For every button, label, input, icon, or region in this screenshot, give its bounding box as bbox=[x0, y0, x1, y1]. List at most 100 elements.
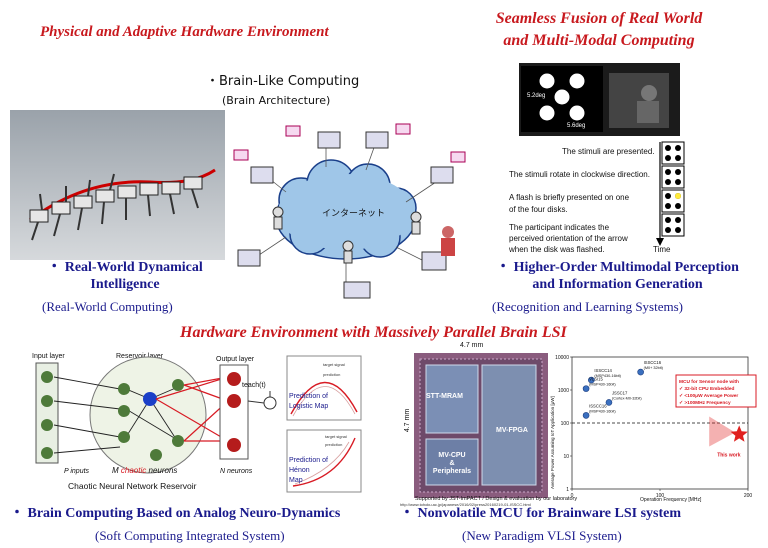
chart-ylabel: Average Power Assuming IoT Application [… bbox=[550, 396, 555, 489]
output-neurons bbox=[227, 372, 241, 452]
analog-heading: ・ Brain Computing Based on Analog Neuro-… bbox=[10, 506, 341, 521]
trend-arrow bbox=[709, 416, 736, 447]
x-tick-label: 0 bbox=[571, 493, 574, 499]
input-layer-label: Input layer bbox=[32, 353, 65, 360]
chart-point-sublabel: (Cortex-M0-32bit) bbox=[612, 396, 642, 400]
reservoir-neurons bbox=[118, 379, 184, 461]
robot-photo bbox=[10, 110, 225, 260]
chip-width-label: 4.7 mm bbox=[460, 342, 484, 349]
y-tick-label: 100 bbox=[561, 421, 570, 427]
x-tick-label: 100 bbox=[656, 493, 665, 499]
pred-henon-2: Hénon bbox=[289, 467, 310, 474]
realworld-heading: ・ Real-World Dynamical Intelligence bbox=[20, 259, 230, 293]
person-figure bbox=[441, 226, 455, 256]
chart-point-label: VLSI15 bbox=[589, 377, 603, 382]
chip-supported: Supported by JST-ImPACT / Design & evalu… bbox=[415, 496, 578, 502]
m-chaotic: chaotic bbox=[121, 466, 146, 475]
chart-point-label: ISSCC16 bbox=[644, 360, 662, 365]
prediction-plots: target signal prediction Prediction of L… bbox=[286, 355, 362, 493]
cloud-label: インターネット bbox=[322, 208, 385, 218]
step-1: The stimuli are presented. bbox=[562, 147, 655, 156]
legend-1: ✓ 32-bit CPU Embedded bbox=[679, 386, 735, 392]
chart-xlabel: Operation Frequency [MHz] bbox=[640, 497, 702, 503]
henon-prediction-legend: prediction bbox=[325, 442, 342, 447]
y-tick-label: 1000 bbox=[558, 388, 569, 394]
pred-logistic-2: Logistic Map bbox=[289, 403, 328, 410]
multimodal-line2: and Information Generation bbox=[532, 277, 703, 292]
pred-henon-1: Prediction of bbox=[289, 457, 328, 464]
teach-label: teach(t) bbox=[242, 382, 266, 389]
block-cpu: MV-CPU & Peripherals bbox=[426, 452, 478, 476]
pred-henon-3: Map bbox=[289, 477, 303, 484]
network-diagram: インターネット bbox=[233, 123, 466, 299]
chart-point-label: ISSCC16 bbox=[589, 403, 607, 408]
step-4c: when the disk was flashed. bbox=[509, 245, 605, 254]
realworld-line2: Intelligence bbox=[90, 277, 160, 292]
x-tick-label: 200 bbox=[744, 493, 753, 499]
multimodal-sub: (Recognition and Learning Systems) bbox=[492, 299, 683, 314]
m-prefix: M bbox=[112, 466, 119, 475]
multimodal-heading: ・ Higher-Order Multimodal Perception and… bbox=[480, 259, 755, 293]
mail-icons bbox=[233, 123, 466, 163]
chart-point-label: JSSC17 bbox=[612, 390, 628, 395]
computer-icons bbox=[237, 131, 454, 299]
deg-label-1: 5.2deg bbox=[527, 93, 545, 99]
step-3a: A flash is briefly presented on one bbox=[509, 193, 630, 202]
cloud bbox=[275, 159, 417, 260]
pred-logistic-1: Prediction of bbox=[289, 393, 328, 400]
m-neurons: neurons bbox=[149, 466, 178, 475]
output-layer-label: Output layer bbox=[216, 356, 255, 363]
realworld-sub: (Real-World Computing) bbox=[42, 299, 173, 314]
step-3b: of the four disks. bbox=[509, 205, 568, 214]
chart-point bbox=[605, 399, 613, 406]
chart-point-sublabel: (MSP430-16bit) bbox=[589, 383, 616, 387]
block-cpu-2: & bbox=[449, 460, 455, 467]
deg-label-2: 5.6deg bbox=[567, 123, 585, 129]
block-sram: STT-MRAM bbox=[426, 393, 463, 400]
block-fpga: MV-FPGA bbox=[496, 427, 528, 434]
mcu-sub: (New Paradigm VLSI System) bbox=[462, 528, 622, 543]
chart-point-sublabel: (MSP430-16bit) bbox=[589, 409, 616, 413]
chart-legend-box: MCU for Sensor node with ✓ 32-bit CPU Em… bbox=[675, 374, 757, 408]
realworld-line1: ・ Real-World Dynamical bbox=[47, 260, 203, 275]
legend-title: MCU for Sensor node with bbox=[679, 379, 739, 385]
physical-title: Physical and Adaptive Hardware Environme… bbox=[40, 24, 329, 40]
step-2: The stimuli rotate in clockwise directio… bbox=[509, 170, 650, 179]
step-4a: The participant indicates the bbox=[509, 223, 610, 232]
chart-point-sublabel: (MSP430-16bit) bbox=[594, 374, 621, 378]
reservoir-layer-label: Reservoir layer bbox=[116, 353, 164, 360]
step-4: The participant indicates the perceived … bbox=[509, 222, 628, 255]
this-work-star bbox=[730, 425, 748, 442]
chart-point-label: ISSCC14 bbox=[594, 368, 612, 373]
time-label: Time bbox=[653, 245, 671, 254]
brain-heading: ・Brain-Like Computing bbox=[206, 74, 360, 89]
y-tick-label: 10 bbox=[563, 454, 569, 460]
chip-section: 4.7 mm 4.7 mm STT-MRAM MV-FPGA MV-CPU & … bbox=[404, 342, 548, 515]
n-neurons-label: N neurons bbox=[220, 468, 253, 475]
block-cpu-3: Peripherals bbox=[432, 468, 472, 475]
hardware-title: Hardware Environment with Massively Para… bbox=[180, 324, 567, 341]
multimodal-line1: ・ Higher-Order Multimodal Perception bbox=[496, 260, 739, 275]
step-4b: perceived orientation of the arrow bbox=[509, 234, 628, 243]
step-3: A flash is briefly presented on one of t… bbox=[509, 192, 629, 216]
seamless-title-line1: Seamless Fusion of Real World bbox=[495, 10, 703, 27]
chart-point bbox=[637, 368, 644, 376]
y-tick-label: 10000 bbox=[555, 355, 569, 361]
m-label: M chaotic neurons bbox=[112, 466, 177, 475]
mcu-heading: ・ Nonvolatile MCU for Brainware LSI syst… bbox=[400, 506, 682, 521]
chip-height-label: 4.7 mm bbox=[404, 408, 412, 433]
analog-sub: (Soft Computing Integrated System) bbox=[95, 528, 285, 543]
chip-url: http://www.tohoku.ac.jp/japanese/2016/02… bbox=[400, 502, 531, 507]
chart-points bbox=[582, 368, 748, 447]
robot-figures bbox=[272, 206, 422, 264]
input-neurons bbox=[41, 371, 53, 459]
brain-sub: (Brain Architecture) bbox=[222, 94, 331, 107]
reservoir-caption: Chaotic Neural Network Reservoir bbox=[68, 481, 197, 491]
logistic-prediction-legend: prediction bbox=[323, 372, 340, 377]
seamless-title: Seamless Fusion of Real World and Multi-… bbox=[474, 8, 724, 52]
reservoir-links bbox=[53, 376, 179, 454]
experiment-photo: 5.2deg 5.6deg bbox=[519, 63, 680, 136]
henon-target-legend: target signal bbox=[325, 434, 347, 439]
